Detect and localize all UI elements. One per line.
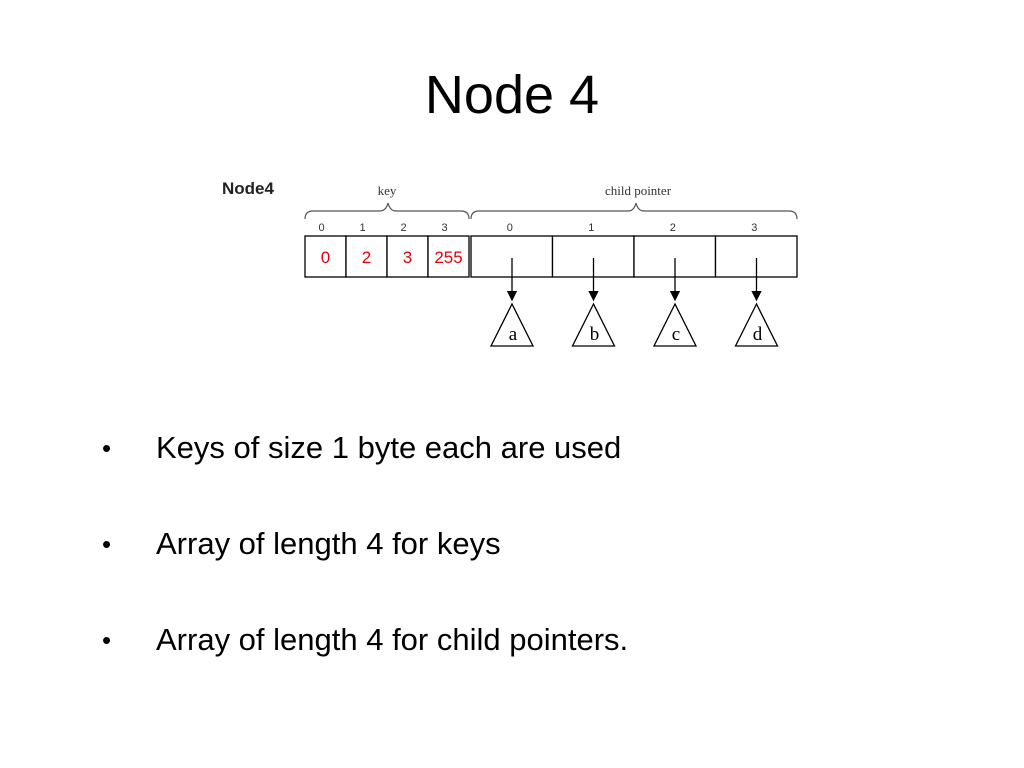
key-cell [345, 235, 388, 278]
child-index: 2 [670, 222, 676, 234]
child-subtree-triangle [652, 302, 698, 347]
bullet-marker: • [102, 433, 112, 463]
key-index: 2 [400, 222, 406, 234]
key-value: 3 [403, 248, 412, 267]
child-subtree-triangle [571, 302, 616, 347]
child-index: 1 [588, 222, 594, 234]
key-index: 0 [318, 222, 324, 234]
child-label: d [753, 324, 763, 345]
bullet-list: • Keys of size 1 byte each are used • Ar… [96, 424, 976, 712]
key-brace [304, 202, 470, 220]
node-label: Node4 [222, 179, 275, 198]
key-index: 1 [359, 222, 365, 234]
key-value: 2 [362, 248, 371, 267]
bullet-item: • Array of length 4 for keys [96, 520, 976, 568]
child-label: b [590, 324, 600, 345]
child-label: a [509, 324, 518, 345]
key-cell [304, 235, 347, 278]
bullet-item: • Keys of size 1 byte each are used [96, 424, 976, 472]
key-value: 255 [434, 248, 462, 267]
child-label: c [672, 324, 680, 345]
child-index: 0 [507, 222, 513, 234]
bullet-item: • Array of length 4 for child pointers. [96, 616, 976, 664]
child-subtree-triangle [489, 302, 535, 347]
bullet-text: Array of length 4 for keys [156, 526, 501, 561]
key-cell [427, 235, 470, 278]
key-group-label: key [378, 183, 397, 198]
bullet-text: Keys of size 1 byte each are used [156, 430, 622, 465]
slide-title: Node 4 [424, 65, 600, 125]
child-pointer-brace [470, 202, 798, 220]
child-group-label: child pointer [605, 183, 672, 198]
key-value: 0 [321, 248, 330, 267]
child-subtree-triangle [734, 302, 779, 347]
bullet-text: Array of length 4 for child pointers. [156, 622, 629, 657]
key-cell [386, 235, 429, 278]
bullet-marker: • [102, 625, 112, 655]
key-index: 3 [441, 222, 447, 234]
child-index: 3 [751, 222, 757, 234]
bullet-marker: • [102, 529, 112, 559]
